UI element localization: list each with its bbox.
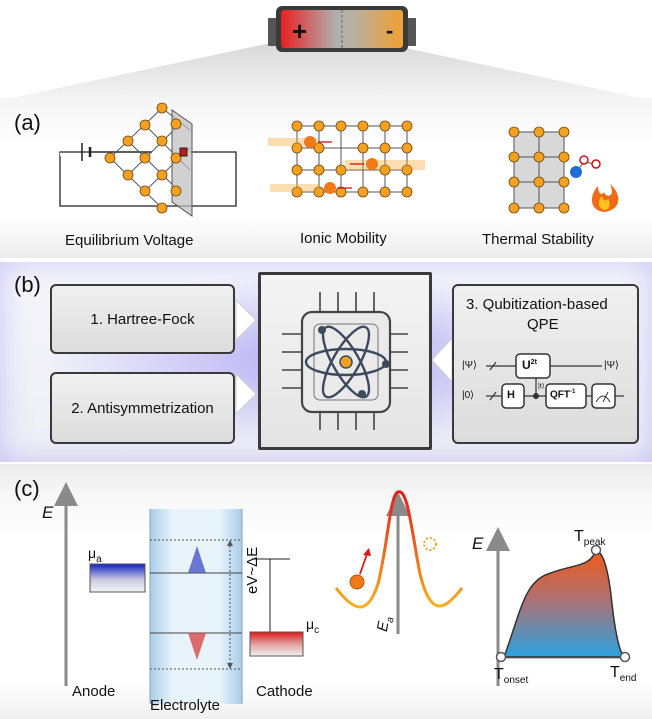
u-gate-exponent: 2t — [530, 359, 537, 366]
t-end-symbol: T — [610, 664, 620, 681]
panel-b-letter: (b) — [14, 272, 41, 297]
qft-gate-exponent: -1 — [570, 389, 576, 395]
thermal-energy-axis-label: E — [472, 534, 484, 553]
h-gate-shape — [501, 383, 525, 409]
energy-axis-label: E — [42, 503, 54, 522]
crystal-pyramid — [104, 102, 193, 217]
anode-label: Anode — [72, 683, 116, 700]
t-peak-label: Tpeak — [574, 528, 605, 548]
t-onset-symbol: T — [494, 666, 504, 683]
electrolyte-label: Electrolyte — [150, 697, 221, 714]
panel-b-arrows — [235, 298, 453, 416]
circuit-zero-in: |0⟩ — [462, 390, 475, 401]
qpe-circuit — [486, 353, 624, 409]
circuit-psi-in: |Ψ⟩ — [462, 360, 477, 371]
qft-gate-shape — [545, 383, 587, 409]
qpe-title-line1: 3. Qubitization-based — [466, 296, 608, 313]
caption-thermal-stability: Thermal Stability — [482, 231, 594, 248]
mu-c-subscript: c — [314, 624, 320, 636]
panel-c-illustrations — [54, 482, 631, 704]
panel-a-letter: (a) — [14, 110, 41, 135]
t-peak-symbol: T — [574, 528, 584, 545]
mu-c-label: μc — [306, 616, 319, 636]
circuit-psi-out: |Ψ⟩ — [604, 360, 619, 371]
voltage-label: eV~ΔE — [244, 546, 261, 594]
battery-minus-label: - — [386, 18, 394, 43]
battery-plus-label: + — [292, 16, 308, 46]
circuit-t-label: |t⟩ — [538, 383, 545, 390]
panel-a-illustrations — [59, 102, 619, 217]
t-end-label: Tend — [610, 664, 636, 684]
antisymmetrization-label: 2. Antisymmetrization — [71, 399, 214, 417]
hartree-fock-label: 1. Hartree-Fock — [90, 310, 195, 328]
cathode-label: Cathode — [256, 683, 313, 700]
mu-a-label: μa — [88, 545, 102, 565]
circuit-u-gate: U2t — [522, 358, 537, 372]
mu-c-symbol: μ — [306, 616, 315, 632]
t-onset-label: Tonset — [494, 666, 528, 686]
antisymmetrization-box: 2. Antisymmetrization — [50, 372, 235, 444]
t-peak-subscript: peak — [583, 537, 606, 549]
ionic-mobility-grid — [268, 120, 425, 198]
mu-a-symbol: μ — [88, 545, 97, 561]
mu-a-subscript: a — [96, 553, 102, 565]
panel-c-letter: (c) — [14, 476, 40, 501]
circuit-qft-gate: QFT-1 — [550, 389, 575, 400]
voltage-circuit — [59, 143, 237, 207]
circuit-h-gate: H — [507, 389, 515, 401]
top-battery-graphic — [12, 6, 640, 98]
thermal-stability-graphic — [508, 126, 619, 214]
hartree-fock-box: 1. Hartree-Fock — [50, 284, 235, 354]
funnel-shape — [12, 42, 640, 98]
qft-gate-label: QFT — [550, 389, 570, 401]
battery-fill — [281, 10, 403, 48]
activation-energy-label: Ea — [374, 615, 396, 634]
t-end-subscript: end — [619, 673, 637, 685]
caption-ionic-mobility: Ionic Mobility — [300, 230, 387, 247]
quantum-chip-icon — [282, 292, 408, 430]
qpe-title-line2: QPE — [527, 316, 559, 333]
u-gate-shape — [515, 353, 551, 379]
caption-equilibrium-voltage: Equilibrium Voltage — [65, 232, 194, 249]
u-gate-label: U — [522, 358, 531, 372]
t-onset-subscript: onset — [503, 675, 529, 687]
